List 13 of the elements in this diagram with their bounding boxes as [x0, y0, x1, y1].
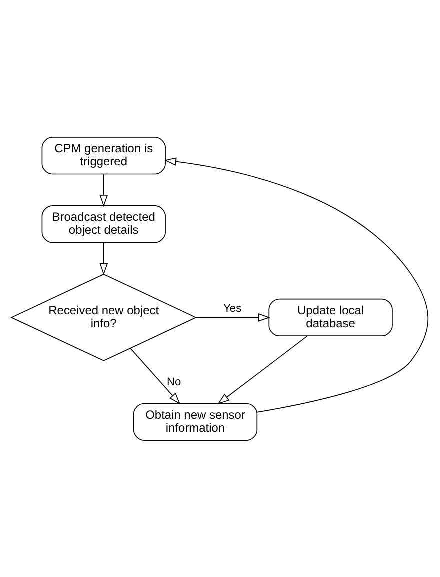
- arrow: [218, 335, 308, 404]
- arrow: [100, 242, 108, 275]
- edge-label: No: [166, 376, 182, 388]
- edge-label: Yes: [224, 302, 242, 315]
- arrow: [164, 157, 429, 412]
- node-box: Update local database: [268, 298, 393, 336]
- node-box: Obtain new sensor information: [133, 402, 258, 440]
- arrow: [196, 312, 270, 322]
- node-diamond: Received new object info?: [10, 273, 198, 361]
- node-box: Broadcast detected object details: [42, 205, 166, 243]
- arrow: [100, 174, 108, 207]
- node-box: CPM generation is triggered: [42, 136, 166, 174]
- arrow: [130, 348, 181, 404]
